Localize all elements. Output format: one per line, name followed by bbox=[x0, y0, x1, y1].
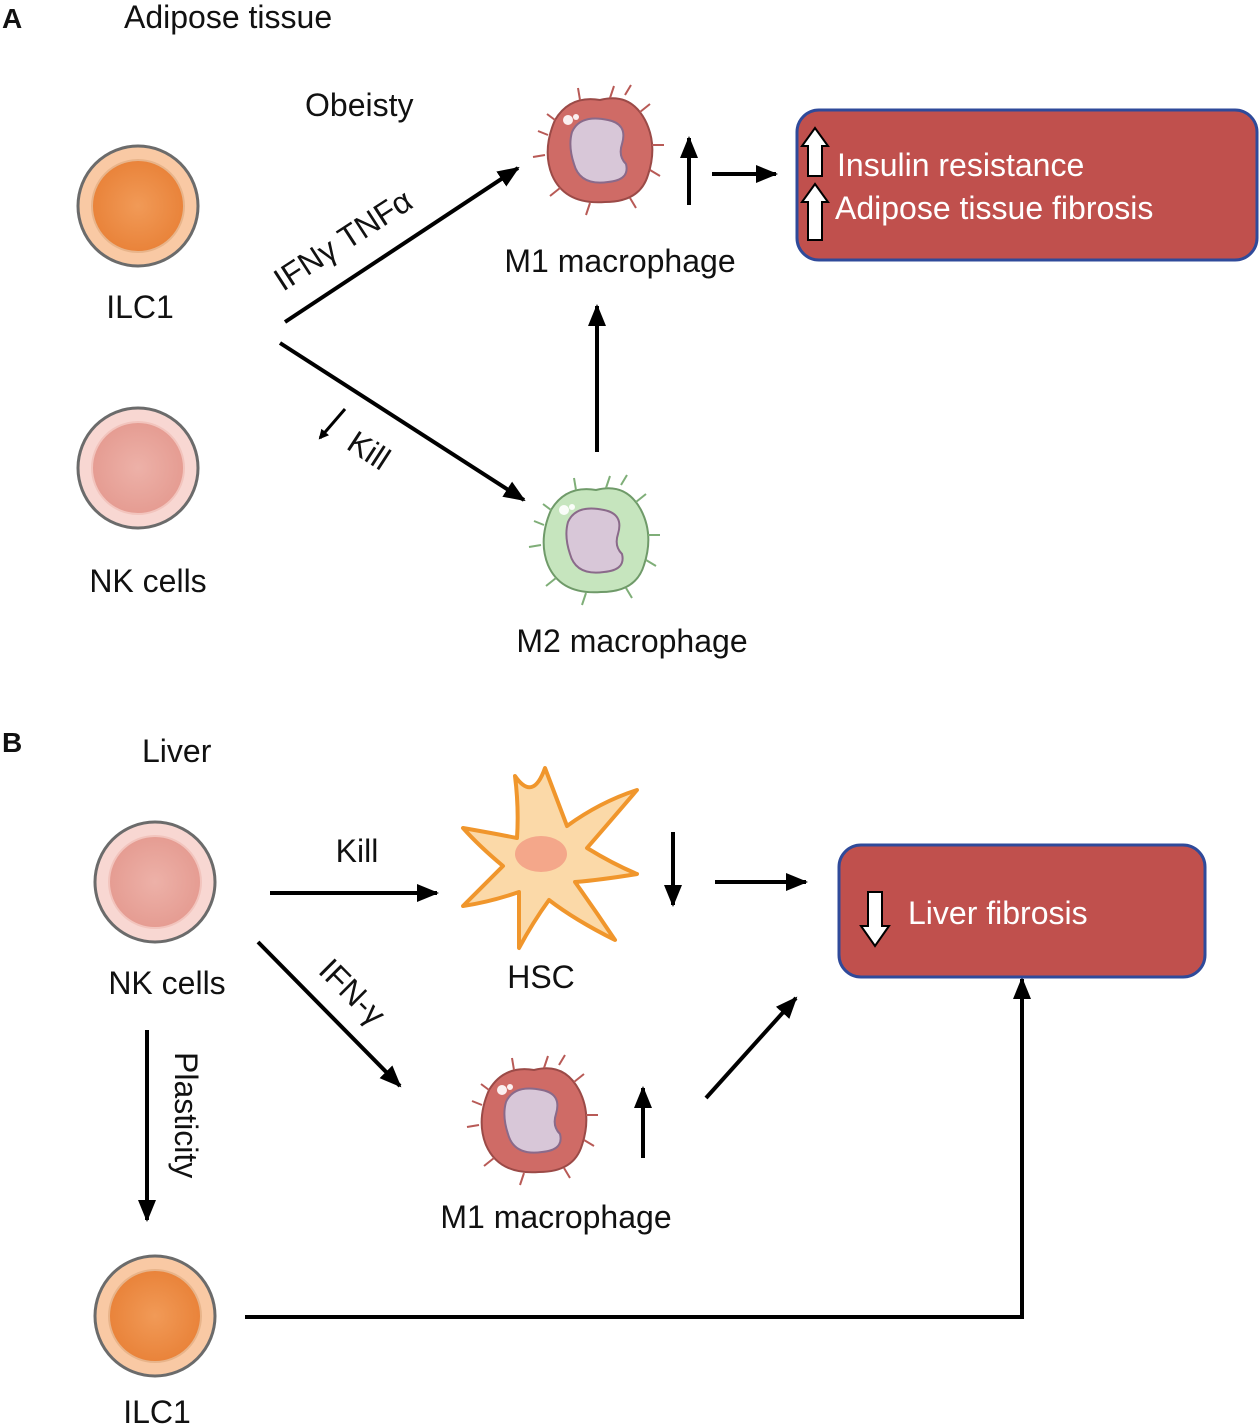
panel-b-title: Liver bbox=[142, 733, 212, 769]
nk-cells-label: NK cells bbox=[89, 563, 206, 599]
m2-macrophage-label: M2 macrophage bbox=[516, 623, 747, 659]
plasticity-label: Plasticity bbox=[168, 1052, 204, 1178]
ilc1-cell-icon bbox=[76, 144, 200, 268]
adipose-fibrosis-text: Adipose tissue fibrosis bbox=[835, 190, 1153, 226]
obesity-label: Obeisty bbox=[305, 87, 413, 123]
arrow-m1-to-outcome bbox=[704, 996, 798, 1100]
panel-b-letter: B bbox=[2, 727, 22, 758]
arrow-to-m1-b bbox=[256, 940, 402, 1088]
up-arrow-icon bbox=[800, 182, 830, 241]
outcome-box-b: Liver fibrosis bbox=[837, 843, 1207, 979]
nk-cell-icon bbox=[93, 820, 217, 944]
kill-down-arrow-icon bbox=[318, 408, 347, 440]
m1-macrophage-label-b: M1 macrophage bbox=[440, 1199, 671, 1235]
stellate-cell-icon bbox=[461, 766, 639, 950]
ilc1-label-b: ILC1 bbox=[123, 1394, 191, 1425]
m1-macrophage-icon bbox=[466, 1054, 599, 1186]
outcome-box-a: Insulin resistance Adipose tissue fibros… bbox=[795, 108, 1259, 262]
panel-a-letter: A bbox=[2, 3, 22, 34]
kill-label: Kill bbox=[341, 424, 396, 477]
ifng-tnfa-label: IFNγ TNFα bbox=[267, 182, 418, 298]
panel-a: A Adipose tissue Obeisty ILC1 NK cells I… bbox=[2, 0, 1259, 659]
ilc1-label: ILC1 bbox=[106, 289, 174, 325]
m1-macrophage-label: M1 macrophage bbox=[504, 243, 735, 279]
down-arrow-icon bbox=[859, 891, 891, 948]
hsc-label: HSC bbox=[507, 959, 575, 995]
kill-label-b: Kill bbox=[336, 833, 379, 869]
up-arrow-icon bbox=[800, 126, 830, 177]
arrow-to-m2 bbox=[278, 341, 526, 502]
m1-macrophage-icon bbox=[532, 84, 665, 216]
liver-fibrosis-text: Liver fibrosis bbox=[908, 895, 1088, 931]
panel-b: B Liver NK cells Kill HSC IFN-γ Plastici… bbox=[2, 727, 1207, 1425]
arrow-ilc1-to-outcome bbox=[245, 977, 1031, 1319]
ifn-gamma-label: IFN-γ bbox=[312, 951, 393, 1032]
m2-macrophage-icon bbox=[528, 474, 661, 606]
nk-cell-icon bbox=[76, 406, 200, 530]
arrow-to-m1 bbox=[283, 166, 520, 324]
panel-a-title: Adipose tissue bbox=[124, 0, 332, 35]
nk-cells-label-b: NK cells bbox=[108, 965, 225, 1001]
insulin-resistance-text: Insulin resistance bbox=[837, 147, 1084, 183]
ilc1-cell-icon bbox=[93, 1254, 217, 1378]
